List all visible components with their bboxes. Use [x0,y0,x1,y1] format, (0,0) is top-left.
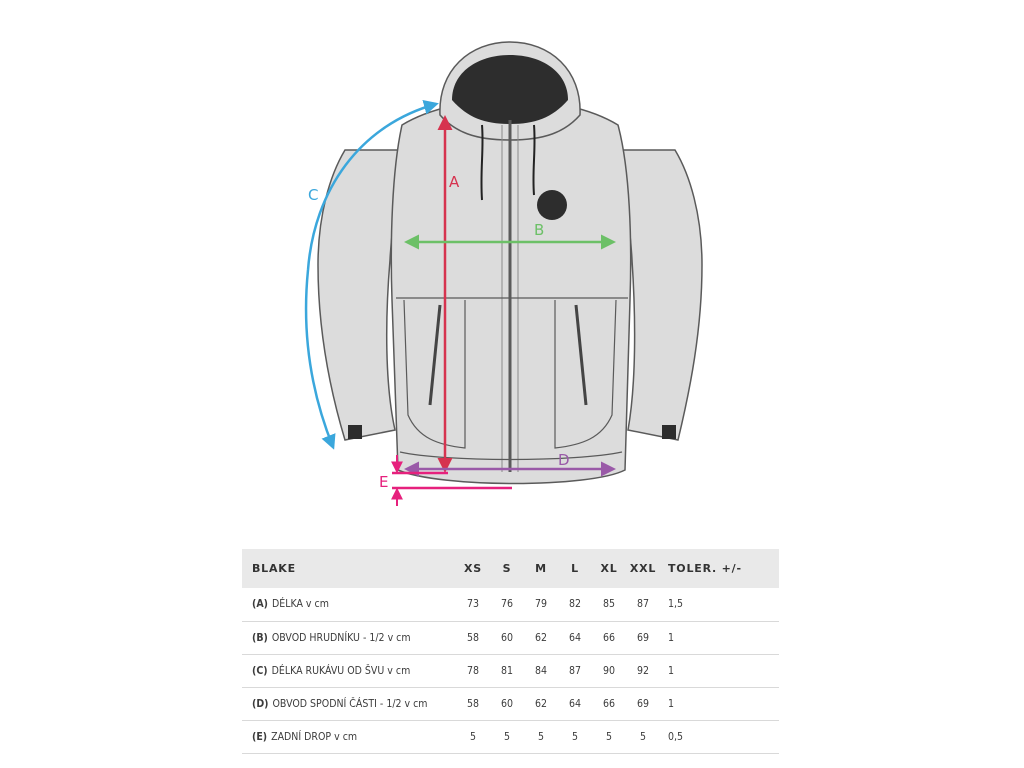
hood-lining [452,55,568,124]
cell-value: 5 [537,730,544,743]
row-title: DÉLKA RUKÁVU OD ŠVU v cm [271,664,411,677]
table-row: (D)OBVOD SPODNÍ ČÁSTI - 1/2 v cm 58 60 6… [242,687,779,720]
cell-value: 90 [602,664,616,677]
table-row: (C)DÉLKA RUKÁVU OD ŠVU v cm 78 81 84 87 … [242,654,779,687]
size-s-header: S [502,562,512,575]
pocket-right [554,299,617,449]
row-label: (B)OBVOD HRUDNÍKU - 1/2 v cm [242,621,456,654]
measure-c-arrow [304,99,439,450]
cell-value: 92 [636,664,650,677]
cell-value: 5 [639,730,646,743]
cell-value: 66 [602,697,616,710]
tolerance-header: TOLER. +/- [668,562,742,575]
row-code: (D) [252,697,269,710]
row-title: DÉLKA v cm [271,598,329,611]
cell-value: 69 [636,631,650,644]
left-cuff-tab [348,425,362,439]
cell-value: 62 [534,631,548,644]
cell-value: 60 [500,631,514,644]
cell-value: 87 [636,598,650,611]
cell-value: 62 [534,697,548,710]
size-xs-header: XS [463,562,482,575]
measure-c-label: C [308,186,318,204]
row-title: ZADNÍ DROP v cm [271,730,358,743]
cell-value: 85 [602,598,616,611]
measure-b-label: B [534,221,544,239]
cell-value: 5 [605,730,612,743]
cell-value: 64 [568,631,582,644]
size-m-header: M [535,562,547,575]
cell-tolerance: 0,5 [668,730,684,743]
chest-logo-patch [537,190,567,220]
cell-value: 60 [500,697,514,710]
pocket-zip-right [574,304,588,406]
size-xl-header: XL [600,562,618,575]
cell-tolerance: 1,5 [668,598,684,611]
table-row: (E)ZADNÍ DROP v cm 5 5 5 5 5 5 0,5 [242,720,779,753]
cell-tolerance: 1 [668,697,675,710]
measure-d-label: D [558,451,570,469]
jacket-measurement-diagram: A B C D E [304,41,703,506]
cell-value: 76 [500,598,514,611]
row-label: (C)DÉLKA RUKÁVU OD ŠVU v cm [242,654,456,687]
row-code: (A) [252,598,268,611]
row-label: (E)ZADNÍ DROP v cm [242,720,456,753]
size-xxl-header: XXL [629,562,657,575]
row-title: OBVOD SPODNÍ ČÁSTI - 1/2 v cm [272,697,428,710]
row-code: (E) [252,730,268,743]
cell-value: 64 [568,697,582,710]
jacket-illustration [317,41,703,485]
cell-value: 81 [500,664,514,677]
row-label: (A)DÉLKA v cm [242,588,456,621]
row-label: (D)OBVOD SPODNÍ ČÁSTI - 1/2 v cm [242,687,456,720]
drawcord-left [480,124,484,201]
size-chart-table: BLAKE XS S M L XL XXL TOLER. +/- (A)DÉLK… [242,549,779,754]
cell-value: 58 [466,697,480,710]
cell-tolerance: 1 [668,664,675,677]
row-code: (C) [252,664,268,677]
cell-tolerance: 1 [668,631,675,644]
hem-band [399,451,623,461]
cell-value: 82 [568,598,582,611]
table-row: (B)OBVOD HRUDNÍKU - 1/2 v cm 58 60 62 64… [242,621,779,654]
cell-value: 84 [534,664,548,677]
cell-value: 5 [503,730,510,743]
row-code: (B) [252,631,268,644]
cell-value: 69 [636,697,650,710]
cell-value: 58 [466,631,480,644]
cell-value: 87 [568,664,582,677]
cell-value: 66 [602,631,616,644]
cell-value: 5 [571,730,578,743]
right-cuff-tab [662,425,676,439]
measure-a-label: A [449,173,460,191]
table-row: (A)DÉLKA v cm 73 76 79 82 85 87 1,5 [242,588,779,621]
size-l-header: L [571,562,579,575]
cell-value: 79 [534,598,548,611]
cell-value: 73 [466,598,480,611]
cell-value: 78 [466,664,480,677]
product-name: BLAKE [252,562,296,575]
row-title: OBVOD HRUDNÍKU - 1/2 v cm [271,631,411,644]
drawcord-right [532,124,536,196]
table-header-row: BLAKE XS S M L XL XXL TOLER. +/- [242,549,779,588]
measure-e-label: E [379,473,388,491]
cell-value: 5 [469,730,476,743]
